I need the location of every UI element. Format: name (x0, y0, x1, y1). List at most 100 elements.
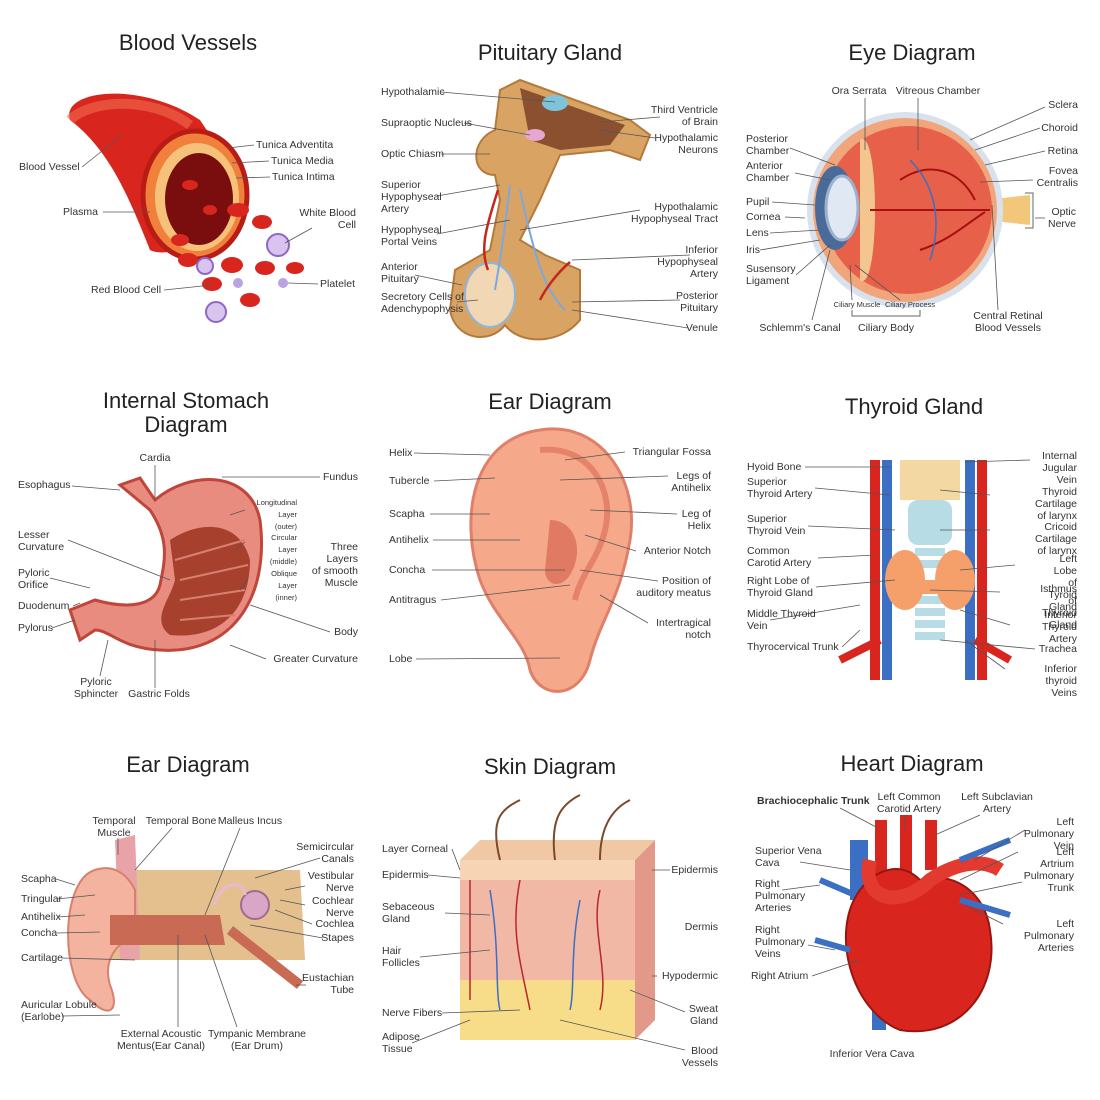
label-isthmus-of-thyroid-gland: Isthmus of Thyroid Gland (1040, 583, 1077, 631)
leader-line (414, 274, 463, 286)
leader-line (284, 227, 313, 244)
label-tunica-adventita: Tunica Adventita (256, 139, 334, 151)
leader-line (789, 147, 836, 166)
label-inferior-thyroid-veins: Inferior thyroid Veins (1044, 663, 1077, 699)
leader-line (239, 577, 249, 591)
panel-title-blood-vessels: Blood Vessels (118, 30, 258, 55)
leader-line (974, 829, 1026, 861)
label-central-retinal-blood-vessels: Central Retinal Blood Vessels (973, 310, 1043, 334)
label-three-layers-of-smooth-muscle: Three Layers of smooth Muscle (311, 541, 358, 589)
label-left-common-carotid-artery: Left Common Carotid Artery (876, 791, 942, 815)
leader-line (811, 249, 831, 321)
leader-line (959, 851, 1019, 881)
label-brachiocephalic-trunk: Brachiocephalic Trunk (757, 795, 870, 807)
leader-line (815, 579, 896, 588)
leader-line (579, 569, 659, 582)
leader-line (249, 924, 324, 939)
label-lesser-curvature: Lesser Curvature (18, 529, 65, 553)
label-left-pulmonary-arteries: Left Pulmonary Arteries (1023, 918, 1075, 954)
label-right-atrium: Right Atrium (751, 970, 809, 982)
label-optic-nerve: Optic Nerve (1047, 206, 1076, 230)
label-ciliary-body: Ciliary Body (857, 322, 915, 334)
leader-line (204, 827, 241, 916)
label-posterior-chamber: Posterior Chamber (746, 133, 790, 157)
label-susensory-ligament: Susensory Ligament (746, 263, 796, 287)
label-pupil: Pupil (746, 196, 770, 208)
label-tringular: Tringular (21, 893, 63, 905)
leader-line (841, 629, 861, 648)
leader-line (934, 814, 981, 836)
panel-title-eye-diagram: Eye Diagram (848, 40, 976, 65)
leader-line (974, 127, 1041, 151)
leader-line (794, 172, 831, 181)
label-inferior-hypophyseal-artery: Inferior Hypophyseal Artery (657, 244, 718, 280)
label-red-blood-cell: Red Blood Cell (91, 284, 162, 296)
label-iris: Iris (746, 244, 760, 256)
label-right-pulmonary-veins: Right Pulmonary Veins (755, 924, 806, 960)
label-thyroid-cartilage-of-larynx: Thyroid Cartilage of larynx (1034, 486, 1078, 522)
leader-line (49, 577, 91, 589)
label-common-carotid-artery: Common Carotid Artery (747, 545, 812, 569)
label-hypophyseal-portal-veins: Hypophyseal Portal Veins (381, 224, 442, 248)
leader-lines (49, 91, 1046, 1051)
leader-line (519, 209, 641, 231)
leader-line (163, 284, 213, 291)
leader-line (411, 1019, 471, 1044)
label-antihelix: Antihelix (21, 911, 61, 923)
label-superior-hypophyseal-artery: Superior Hypophyseal Artery (381, 179, 442, 215)
label-supraoptic-nucleus: Supraoptic Nucleus (381, 117, 473, 129)
label-cricoid-cartilage-of-larynx: Cricoid Cartilage of larynx (1034, 521, 1077, 557)
panel-title-skin-diagram: Skin Diagram (483, 754, 617, 779)
label-right-lobe-of-thyroid-gland: Right Lobe of Thyroid Gland (747, 575, 813, 599)
label-optic-chiasm: Optic Chiasm (381, 148, 445, 160)
label-concha: Concha (389, 564, 426, 576)
label-tunica-media: Tunica Media (271, 155, 334, 167)
leader-line (229, 509, 246, 516)
label-inferior-thyroid-artery: Inferior Thyroid Artery (1041, 609, 1077, 645)
label-cartilage: Cartilage (21, 952, 64, 964)
label-dermis: Dermis (684, 921, 718, 933)
panel-title-heart-diagram: Heart Diagram (840, 751, 984, 776)
label-schlemm-s-canal: Schlemm's Canal (759, 322, 841, 334)
leader-line (814, 487, 891, 496)
label-stapes: Stapes (321, 932, 354, 944)
label-white-blood-cell: White Blood Cell (299, 207, 356, 231)
leader-line (274, 909, 313, 925)
leader-line (964, 904, 1004, 925)
label-hyoid-bone: Hyoid Bone (747, 461, 802, 473)
label-cochlear-nerve: Cochlear Nerve (311, 895, 354, 919)
leader-line (799, 861, 851, 871)
label-retina: Retina (1047, 145, 1078, 157)
panel-title-internal-stomach-diagram: Internal Stomach Diagram (102, 388, 270, 437)
label-body: Body (334, 626, 358, 638)
label-esophagus: Esophagus (18, 479, 71, 491)
label-third-ventricle-of-brain: Third Ventricle of Brain (650, 104, 718, 128)
label-choroid: Choroid (1041, 122, 1078, 134)
leader-line (964, 639, 1006, 670)
label-hair-follicles: Hair Follicles (382, 945, 420, 969)
leader-line (287, 282, 319, 285)
leader-line (56, 894, 96, 900)
label-temporal-muscle: Temporal Muscle (92, 815, 136, 839)
leader-line (204, 934, 238, 1028)
label-inferior-vera-cava: Inferior Vera Cava (829, 1048, 915, 1060)
leader-line (769, 604, 861, 621)
leader-line (599, 116, 661, 123)
label-blood-vessels: Blood Vessels (681, 1045, 718, 1069)
label-epidermis: Epidermis (382, 869, 429, 881)
leader-line (839, 807, 879, 829)
label-triangular-fossa: Triangular Fossa (632, 446, 711, 458)
label-superior-thyroid-artery: Superior Thyroid Artery (747, 476, 813, 500)
leader-line (436, 184, 501, 197)
label-superior-thyroid-vein: Superior Thyroid Vein (747, 513, 806, 537)
leader-line (55, 878, 76, 886)
leader-line (807, 944, 836, 951)
leader-line (413, 452, 491, 456)
label-posterior-pituitary: Posterior Pituitary (675, 290, 718, 314)
label-left-subclavian-artery: Left Subclavian Artery (961, 791, 1033, 815)
label-oblique-layer-inner: Oblique Layer (inner) (271, 569, 297, 602)
blood-vessel-illustration (66, 93, 304, 323)
leader-line (817, 554, 876, 559)
outer-ear-illustration (469, 427, 633, 693)
